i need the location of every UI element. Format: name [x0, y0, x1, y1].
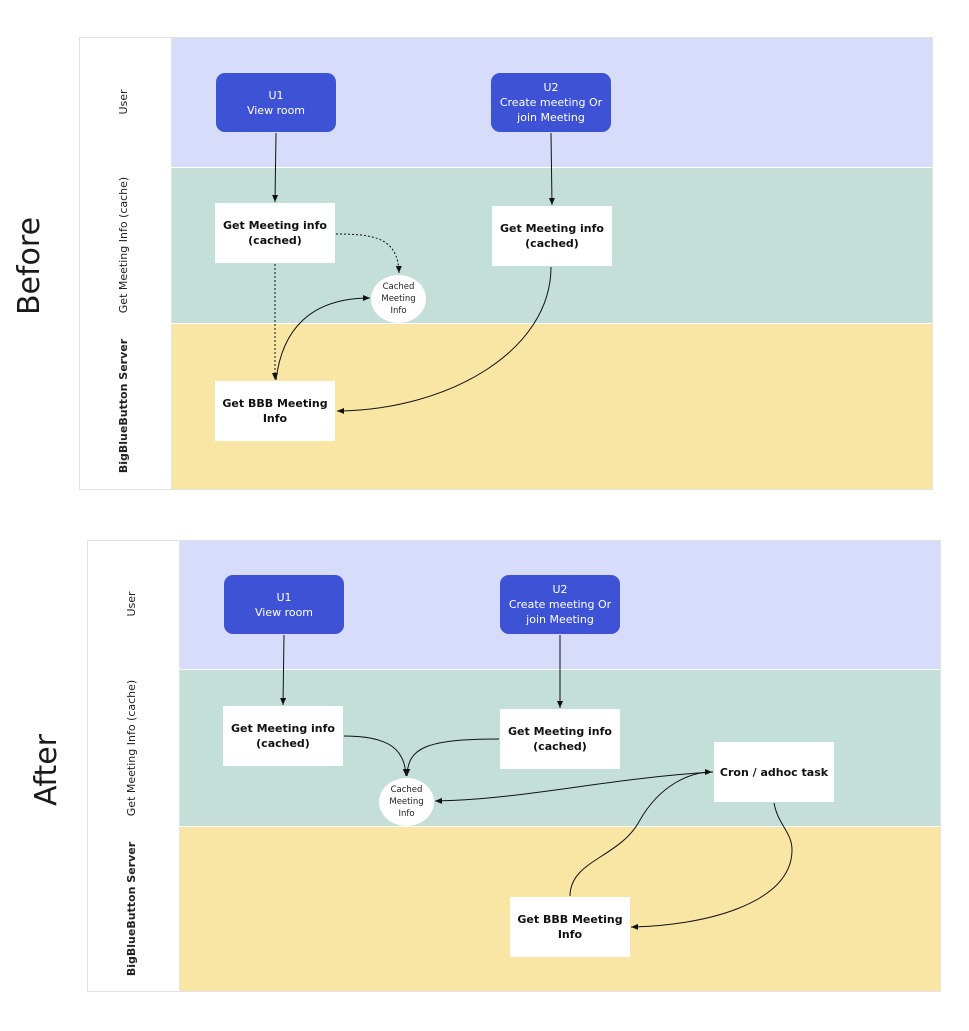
before-node-u1-label: U1 View room	[246, 88, 306, 117]
before-node-cached-info-label: Cached Meeting Info	[381, 282, 416, 316]
before-node-cached-info: Cached Meeting Info	[371, 275, 426, 323]
before-node-cache2: Get Meeting info (cached)	[492, 206, 612, 266]
after-lane-label-cache: Get Meeting Info (cache)	[125, 679, 138, 817]
after-node-cached-info: Cached Meeting Info	[379, 778, 434, 826]
after-node-u2: U2 Create meeting Or join Meeting	[500, 575, 620, 634]
before-node-cache1: Get Meeting info (cached)	[215, 203, 335, 263]
before-lane-header-server	[80, 324, 172, 489]
before-node-cache2-label: Get Meeting info (cached)	[500, 222, 604, 250]
after-node-u1: U1 View room	[224, 575, 344, 634]
before-lane-label-cache: Get Meeting Info (cache)	[117, 176, 130, 314]
after-node-cache1: Get Meeting info (cached)	[223, 706, 343, 766]
after-lane-header-cache	[88, 670, 180, 826]
after-node-cache2: Get Meeting info (cached)	[500, 709, 620, 769]
after-node-bbb-label: Get BBB Meeting Info	[517, 913, 623, 941]
after-lane-header-server	[88, 827, 180, 991]
after-node-cache1-label: Get Meeting info (cached)	[231, 722, 335, 750]
before-node-u2: U2 Create meeting Or join Meeting	[491, 73, 611, 132]
before-lane-header-user	[80, 38, 172, 167]
before-lane-label-server: BigBlueButton Server	[117, 338, 130, 474]
after-node-cron: Cron / adhoc task	[714, 742, 834, 802]
before-lane-label-user: User	[117, 89, 130, 115]
after-node-bbb: Get BBB Meeting Info	[510, 897, 630, 957]
after-node-cached-info-label: Cached Meeting Info	[389, 785, 424, 819]
before-title: Before	[12, 216, 47, 316]
after-node-u2-label: U2 Create meeting Or join Meeting	[508, 583, 612, 626]
before-node-bbb-label: Get BBB Meeting Info	[222, 397, 328, 425]
after-node-cache2-label: Get Meeting info (cached)	[508, 725, 612, 753]
before-node-bbb: Get BBB Meeting Info	[215, 381, 335, 441]
after-node-cron-label: Cron / adhoc task	[719, 765, 829, 779]
after-lane-header-user	[88, 541, 180, 669]
before-node-u1: U1 View room	[216, 73, 336, 132]
before-node-cache1-label: Get Meeting info (cached)	[223, 219, 327, 247]
after-lane-label-server: BigBlueButton Server	[125, 841, 138, 977]
after-node-u1-label: U1 View room	[254, 590, 314, 619]
after-title: After	[29, 733, 64, 807]
after-lane-label-user: User	[125, 591, 138, 617]
before-lane-header-cache	[80, 168, 172, 323]
before-node-u2-label: U2 Create meeting Or join Meeting	[499, 81, 603, 124]
